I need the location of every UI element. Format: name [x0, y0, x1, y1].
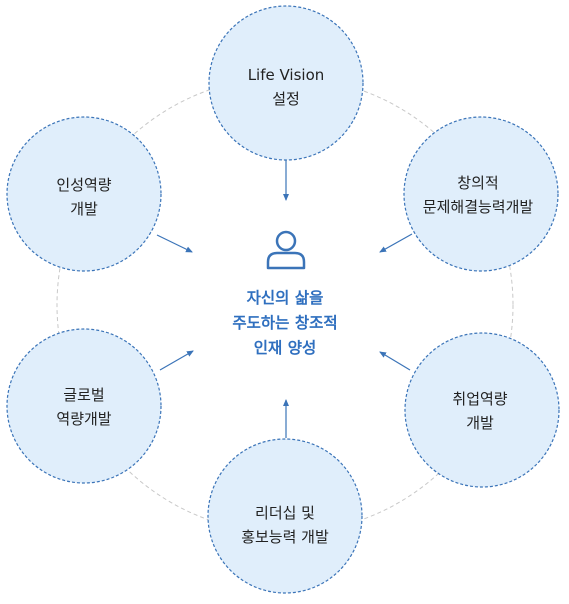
node-circle — [6, 328, 162, 484]
arrows — [156, 158, 413, 438]
node-label-line-2: 개발 — [466, 414, 494, 432]
node-label-line-1: 창의적 — [457, 174, 498, 192]
node-circle — [404, 332, 560, 488]
center-text-line-2: 주도하는 창조적 — [232, 313, 337, 332]
node-label-line-2: 설정 — [272, 90, 300, 108]
node-employment: 취업역량 개발 — [404, 332, 560, 488]
arrow-character — [156, 234, 193, 253]
node-label-line-1: 리더십 및 — [255, 504, 315, 522]
node-label-line-1: 취업역량 — [452, 390, 507, 408]
node-global: 글로벌 역량개발 — [6, 328, 162, 484]
node-circle — [207, 438, 363, 594]
node-circle — [6, 116, 162, 272]
center-text-line-1: 자신의 삶을 — [247, 289, 324, 307]
node-label-line-2: 문제해결능력개발 — [423, 198, 534, 216]
node-creative: 창의적 문제해결능력개발 — [403, 116, 559, 272]
node-character: 인성역량 개발 — [6, 116, 162, 272]
node-label-line-1: 글로벌 — [63, 386, 104, 404]
node-leadership: 리더십 및 홍보능력 개발 — [207, 438, 363, 594]
node-label-line-2: 홍보능력 개발 — [241, 528, 329, 546]
node-label-line-1: 인성역량 — [56, 176, 111, 194]
center-text-line-3: 인재 양성 — [254, 339, 316, 357]
node-label-line-1: Life Vision — [248, 66, 325, 84]
center-goal: 자신의 삶을 주도하는 창조적 인재 양성 — [232, 230, 338, 357]
node-life-vision: Life Vision 설정 — [208, 5, 364, 161]
node-circle — [403, 116, 559, 272]
arrow-employment — [379, 351, 411, 371]
node-label-line-2: 역량개발 — [56, 410, 111, 428]
node-circle — [208, 5, 364, 161]
node-label-line-2: 개발 — [70, 200, 98, 218]
arrow-creative — [379, 233, 413, 253]
arrow-global — [159, 350, 194, 371]
person-icon — [266, 230, 306, 270]
